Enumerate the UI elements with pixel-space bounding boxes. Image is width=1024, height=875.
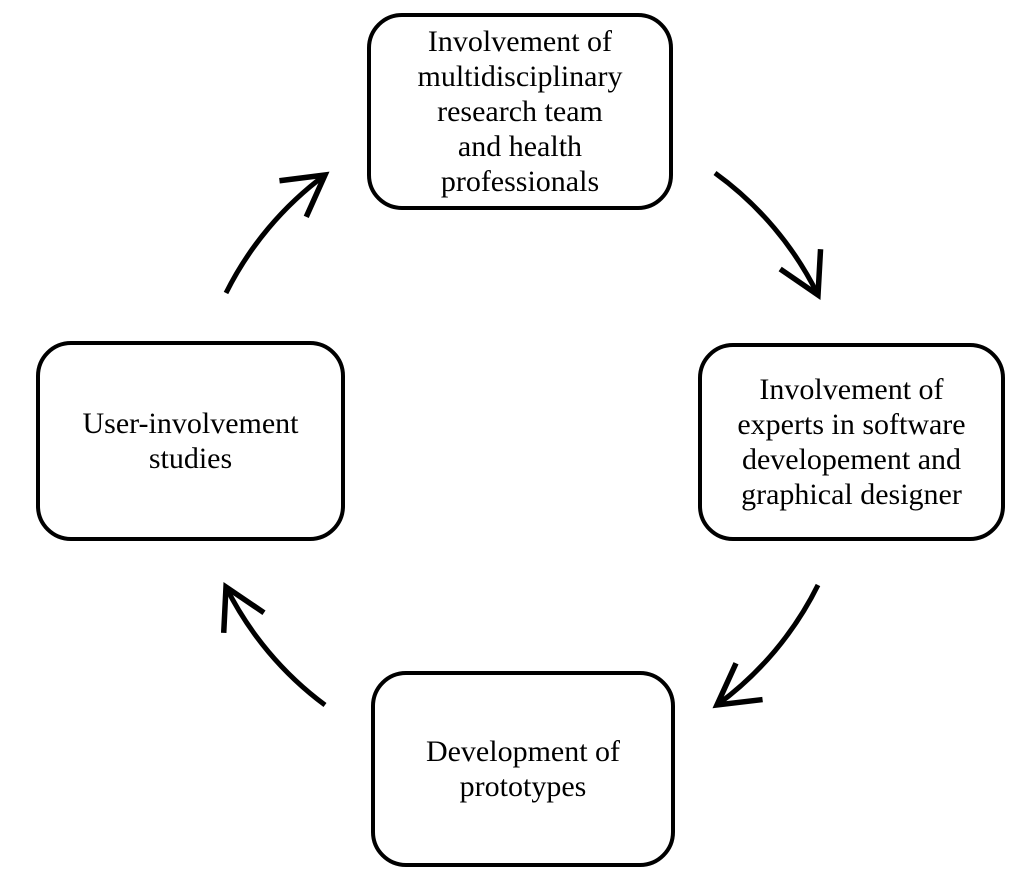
node-label: User-involvement studies xyxy=(82,407,299,475)
node-multidisciplinary-team: Involvement of multidisciplinary researc… xyxy=(367,13,673,210)
node-prototype-development: Development of prototypes xyxy=(371,671,675,867)
node-user-involvement-studies: User-involvement studies xyxy=(36,341,345,541)
node-label: Involvement of experts in software devel… xyxy=(737,373,966,511)
node-software-experts: Involvement of experts in software devel… xyxy=(698,343,1005,541)
arrow-bottom-to-left xyxy=(220,581,327,708)
arrow-left-to-top xyxy=(223,171,330,295)
node-label: Involvement of multidisciplinary researc… xyxy=(417,25,623,198)
arrow-top-to-right xyxy=(713,170,824,301)
node-label: Development of prototypes xyxy=(425,735,621,803)
arrow-right-to-bottom xyxy=(712,583,821,709)
